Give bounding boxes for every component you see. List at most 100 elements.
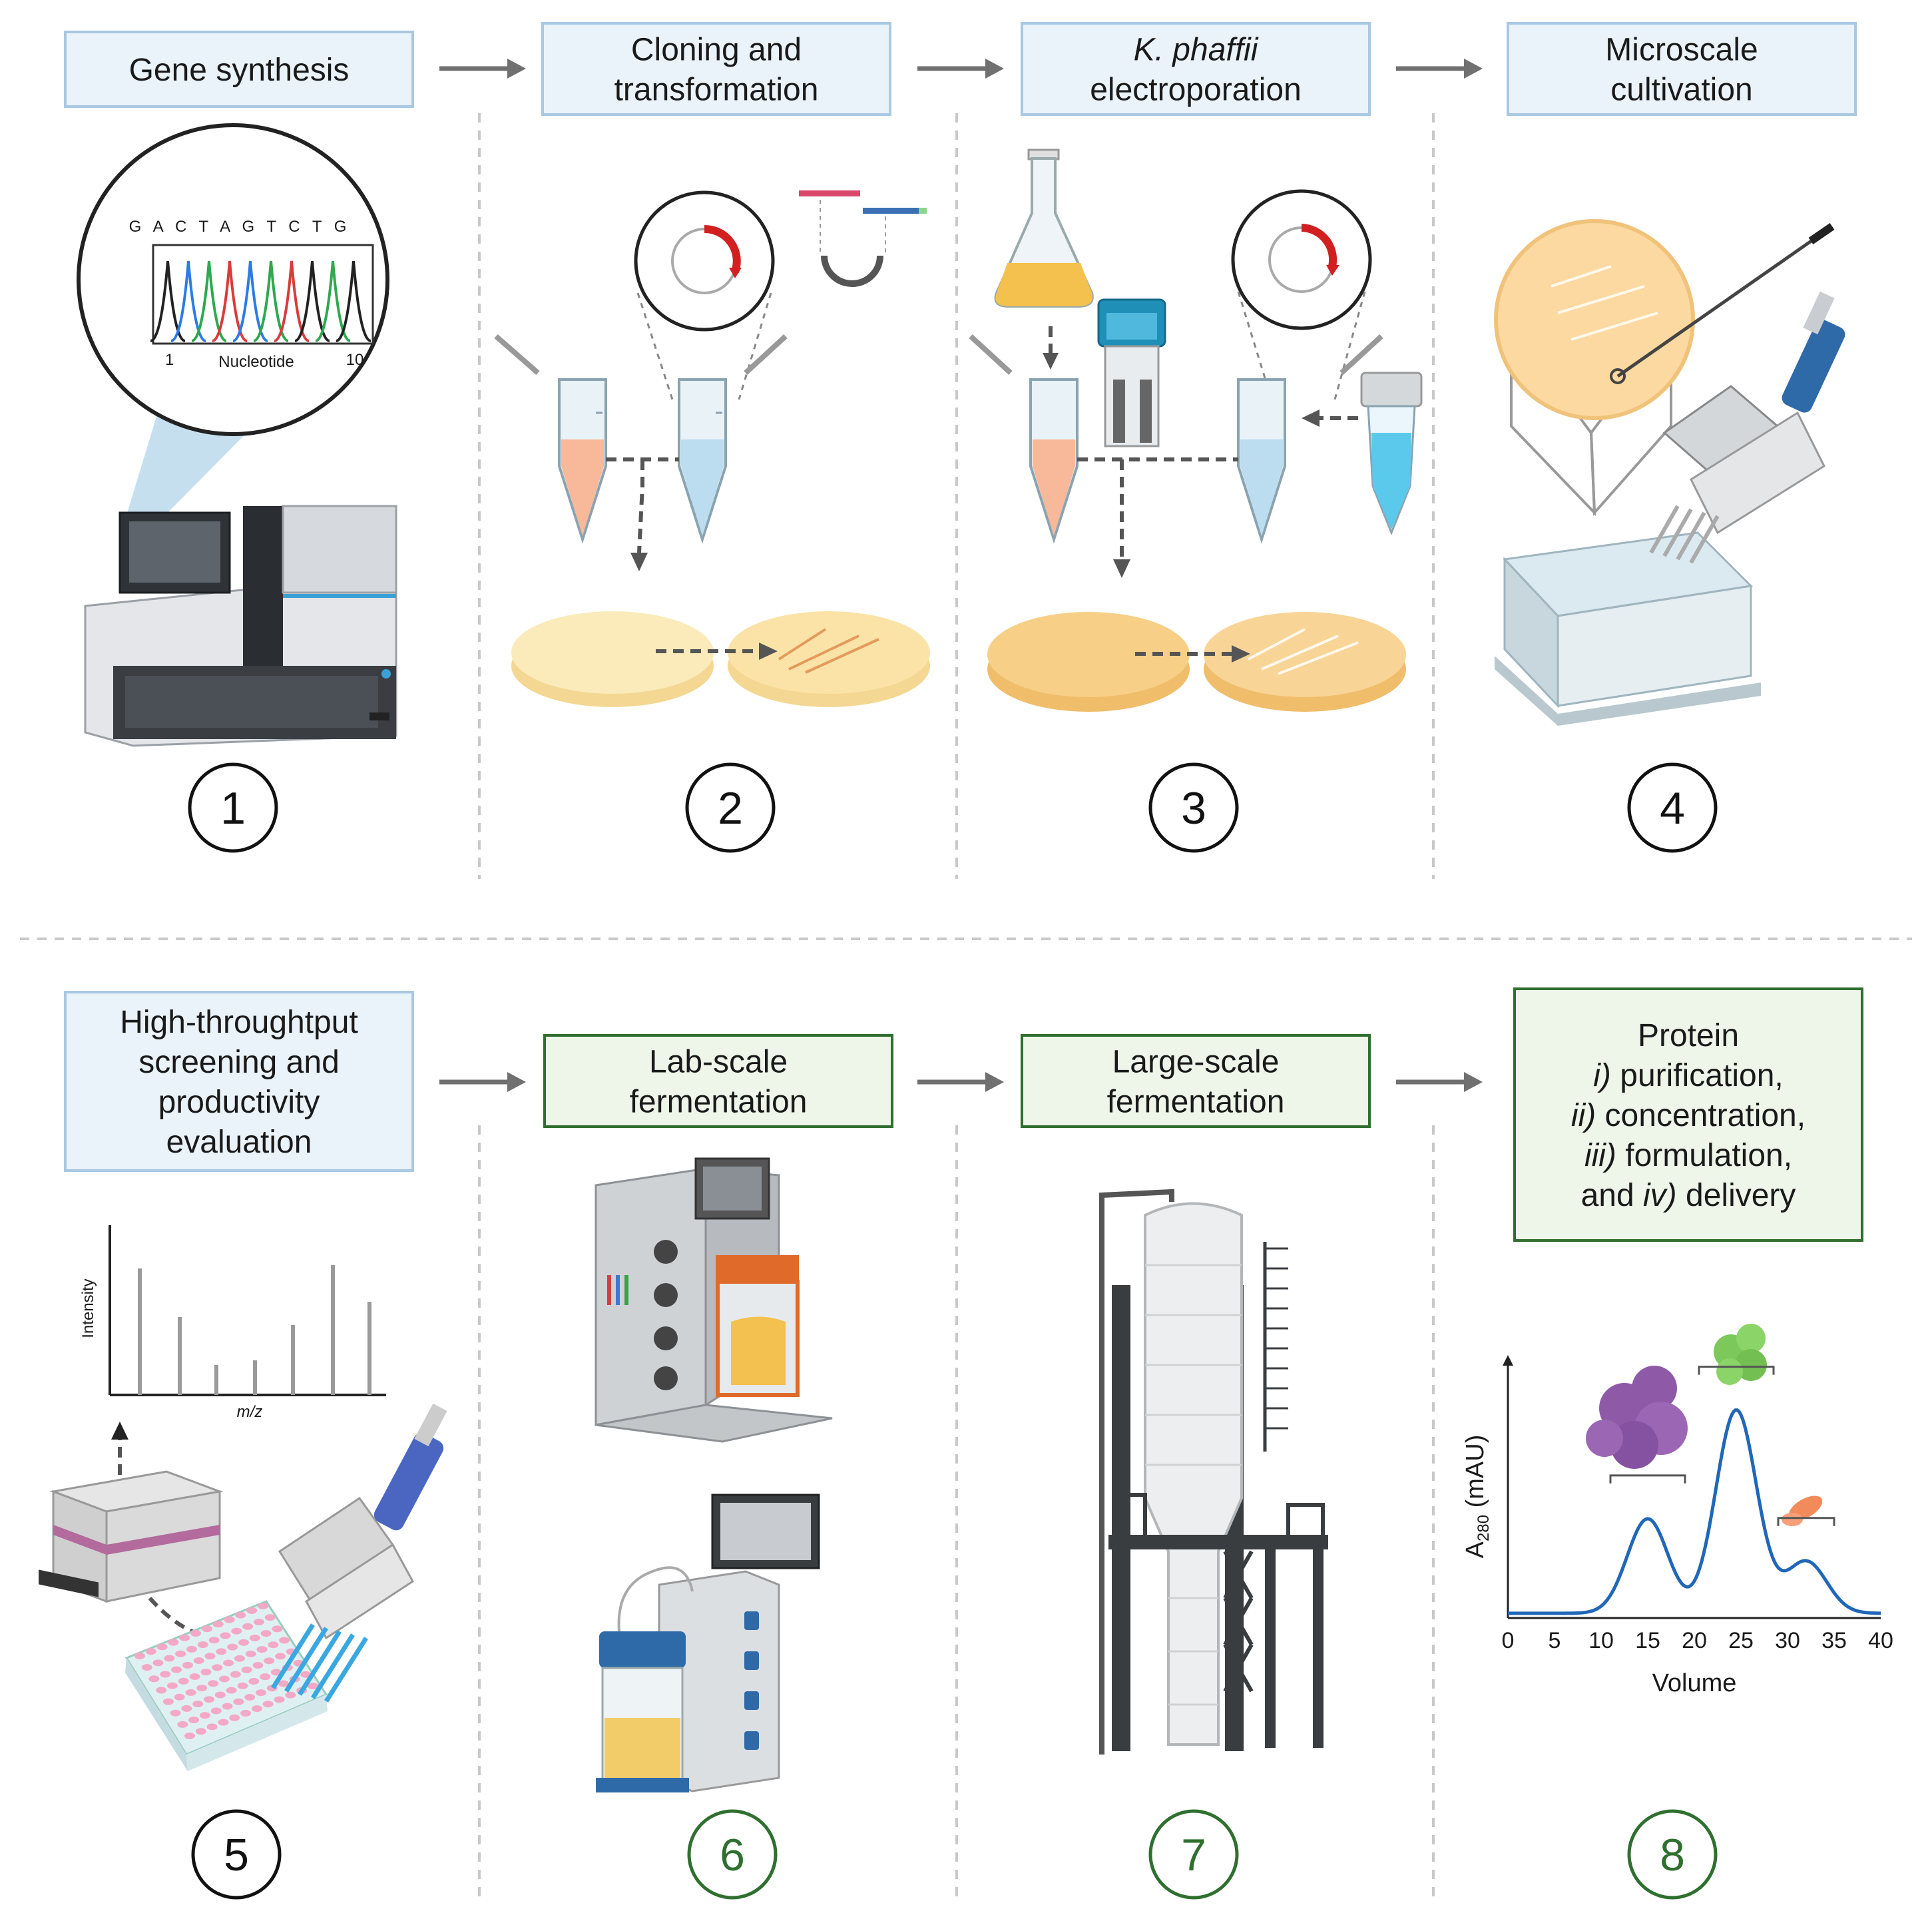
step-4-number-circle: [1627, 762, 1718, 853]
well: [218, 1675, 230, 1683]
step-8-number-circle: [1627, 1809, 1718, 1900]
well: [252, 1662, 264, 1669]
step-2-number: 2: [718, 783, 743, 834]
well: [181, 1705, 192, 1712]
well: [237, 1682, 248, 1689]
well: [256, 1646, 268, 1653]
open-vector: [821, 255, 883, 287]
ms-spectrum: Intensity m/z: [79, 1225, 386, 1421]
well: [285, 1691, 296, 1699]
step-6-label-box: [543, 1034, 893, 1128]
x-tick-label: 40: [1868, 1628, 1893, 1653]
inoculation-loop: [1616, 224, 1833, 378]
well: [160, 1671, 171, 1678]
chromatogram-peak: [253, 260, 289, 342]
well: [222, 1703, 233, 1710]
well: [264, 1614, 276, 1621]
step7-illustration: [1099, 1189, 1328, 1755]
separators: [20, 113, 1912, 1898]
arrow-1-2: [439, 59, 526, 79]
well: [246, 1607, 258, 1614]
agar-plate-zoom: [1494, 219, 1695, 420]
x-tick-label: 35: [1821, 1628, 1847, 1653]
well: [258, 1603, 268, 1609]
protein-blobs: [1586, 1324, 1823, 1526]
step4-illustration: [1494, 219, 1845, 726]
step-4-label-line-1: Microscale: [1605, 33, 1758, 68]
well: [188, 1717, 200, 1724]
step-2-label-line-2: transformation: [614, 73, 819, 108]
arrow-2-3: [917, 59, 1004, 79]
well: [241, 1666, 252, 1673]
well: [168, 1639, 179, 1646]
step-8-label-line-2: i) purification,: [1593, 1058, 1783, 1093]
benchtop-bioreactor-2: [596, 1494, 820, 1792]
well: [204, 1696, 215, 1703]
x-tick-label: 25: [1728, 1628, 1754, 1653]
well: [230, 1671, 241, 1678]
step-8-number: 8: [1660, 1830, 1685, 1880]
well: [260, 1673, 271, 1681]
chromatogram-peak: [315, 260, 351, 342]
well: [182, 1661, 193, 1669]
well: [204, 1653, 216, 1660]
step-8-label-line-4: iii) formulation,: [1584, 1138, 1792, 1173]
well: [233, 1698, 244, 1705]
microtube-blue: [1360, 372, 1423, 536]
chromatogram-peak: [150, 260, 186, 342]
peak-fraction-bracket: [1609, 1474, 1686, 1484]
well: [227, 1643, 238, 1651]
protein-blob-green: [1714, 1324, 1767, 1385]
plasmid-zoom-circle-2: [1231, 189, 1372, 330]
step-6-number-circle: [687, 1809, 778, 1900]
fermenter-tank: [1144, 1202, 1243, 1746]
y-axis-label-main: A: [1461, 1541, 1489, 1558]
well: [235, 1611, 246, 1619]
well: [275, 1653, 286, 1660]
x-tick-label: 30: [1775, 1628, 1800, 1653]
well: [178, 1677, 189, 1685]
y-axis-label-unit: (mAU): [1461, 1435, 1489, 1515]
well: [141, 1664, 152, 1671]
well: [253, 1618, 264, 1625]
well: [199, 1712, 210, 1719]
well: [262, 1701, 274, 1708]
plate-yeast-colonies: [1204, 612, 1406, 712]
step-5-number: 5: [224, 1830, 249, 1880]
microplate-96: [124, 1600, 328, 1771]
step-3-label-box: [1021, 22, 1371, 116]
spectrum-ylabel: Intensity: [79, 1278, 97, 1338]
dna-synthesizer: [84, 505, 397, 747]
ladder: [1263, 1242, 1288, 1452]
well: [148, 1675, 160, 1683]
step-8-label-line-1: Protein: [1638, 1018, 1739, 1053]
well: [214, 1691, 226, 1699]
step-6-number: 6: [720, 1830, 745, 1880]
well: [208, 1680, 219, 1687]
well: [185, 1689, 196, 1696]
well: [216, 1648, 227, 1655]
well: [208, 1637, 220, 1644]
well: [226, 1687, 237, 1694]
bioreactor-vessel: [716, 1255, 800, 1397]
well: [274, 1696, 285, 1703]
well: [171, 1666, 182, 1673]
chromatogram-peak: [191, 260, 227, 342]
well: [248, 1677, 260, 1685]
chromatogram-peak: [274, 260, 310, 342]
step2-illustration: [494, 190, 930, 707]
step-6-label-line-1: Lab-scale: [649, 1045, 788, 1080]
well: [189, 1673, 200, 1680]
well: [229, 1714, 240, 1721]
chromatogram-x-label: Nucleotide: [218, 353, 294, 371]
x-tick-label: 5: [1549, 1628, 1561, 1653]
arrow-7-8: [1396, 1072, 1483, 1092]
well: [240, 1709, 252, 1717]
